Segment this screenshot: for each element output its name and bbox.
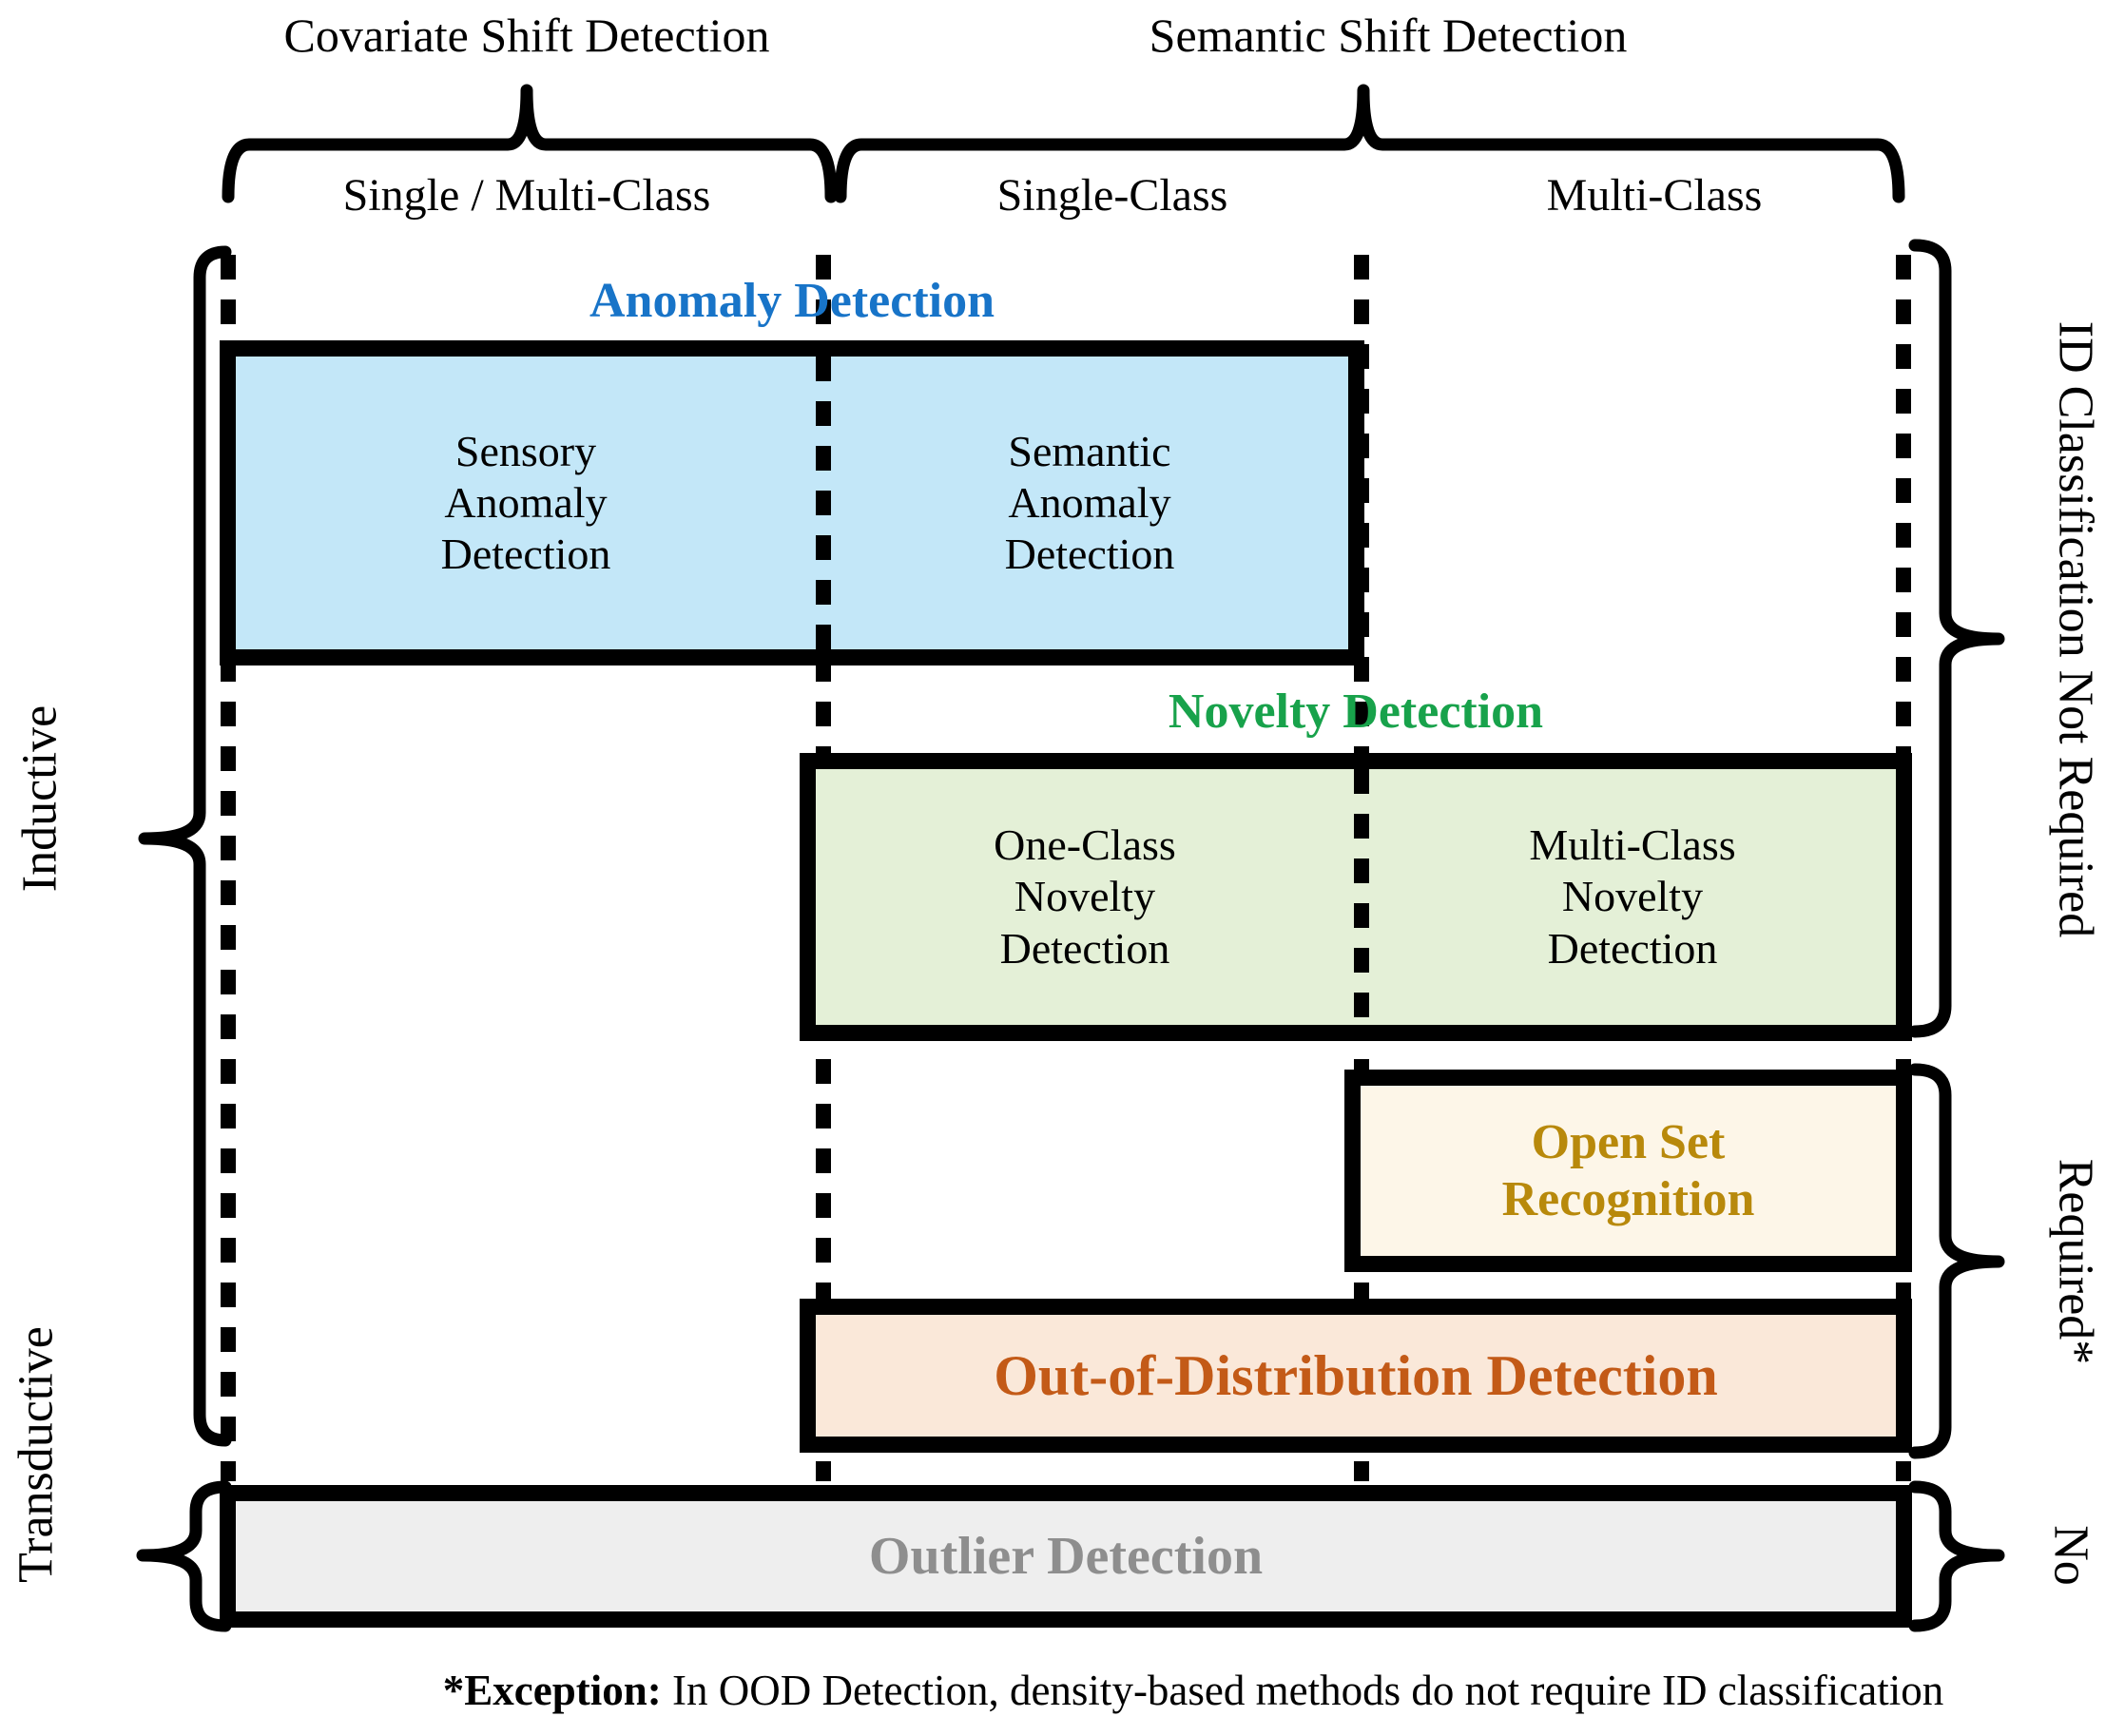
exception-footnote-text: In OOD Detection, density-based methods …: [661, 1667, 1944, 1714]
multi-class-novelty-cell: Multi-Class Novelty Detection: [1369, 769, 1896, 1025]
semantic-brace: [834, 84, 1905, 203]
inductive-label: Inductive: [12, 704, 68, 893]
outlier-detection-label: Outlier Detection: [868, 1527, 1264, 1586]
column-label-single-multi-class: Single / Multi-Class: [342, 170, 711, 221]
multi-class-novelty-label: Multi-Class Novelty Detection: [1529, 820, 1736, 973]
inductive-brace: [138, 245, 232, 1447]
novelty-detection-box: One-Class Novelty Detection Multi-Class …: [800, 753, 1912, 1041]
semantic-anomaly-cell: Semantic Anomaly Detection: [831, 357, 1348, 649]
novelty-box-divider: [1354, 769, 1369, 1025]
one-class-novelty-label: One-Class Novelty Detection: [994, 820, 1176, 973]
open-set-recognition-box: Open Set Recognition: [1344, 1070, 1912, 1272]
id-required-brace: [1908, 1063, 2005, 1459]
anomaly-detection-title: Anomaly Detection: [589, 274, 995, 328]
open-set-recognition-cell: Open Set Recognition: [1361, 1086, 1896, 1256]
anomaly-box-divider: [816, 357, 831, 649]
id-classification-not-required-label: ID Classification Not Required: [2048, 320, 2103, 938]
novelty-detection-title: Novelty Detection: [1168, 685, 1544, 739]
out-of-distribution-box: Out-of-Distribution Detection: [800, 1299, 1912, 1453]
sensory-anomaly-cell: Sensory Anomaly Detection: [236, 357, 816, 649]
id-no-brace: [1908, 1480, 2005, 1632]
open-set-recognition-label: Open Set Recognition: [1501, 1114, 1755, 1226]
column-label-single-class: Single-Class: [996, 170, 1228, 221]
anomaly-detection-box: Sensory Anomaly Detection Semantic Anoma…: [220, 340, 1364, 665]
one-class-novelty-cell: One-Class Novelty Detection: [816, 769, 1354, 1025]
exception-footnote-bold: *Exception:: [442, 1667, 662, 1714]
covariate-shift-header: Covariate Shift Detection: [283, 9, 770, 62]
transductive-label: Transductive: [9, 1326, 64, 1583]
id-classification-required-label: Required*: [2048, 1158, 2103, 1365]
covariate-brace: [222, 84, 838, 203]
semantic-anomaly-label: Semantic Anomaly Detection: [1004, 426, 1175, 579]
transductive-brace: [136, 1480, 232, 1632]
semantic-shift-header: Semantic Shift Detection: [1149, 9, 1628, 62]
out-of-distribution-label: Out-of-Distribution Detection: [994, 1343, 1718, 1407]
outlier-detection-box: Outlier Detection: [220, 1485, 1912, 1628]
id-not-required-brace: [1908, 239, 2005, 1038]
column-label-multi-class: Multi-Class: [1546, 170, 1763, 221]
exception-footnote: *Exception: In OOD Detection, density-ba…: [242, 1666, 2125, 1715]
id-classification-no-label: No: [2043, 1525, 2098, 1586]
sensory-anomaly-label: Sensory Anomaly Detection: [440, 426, 611, 579]
